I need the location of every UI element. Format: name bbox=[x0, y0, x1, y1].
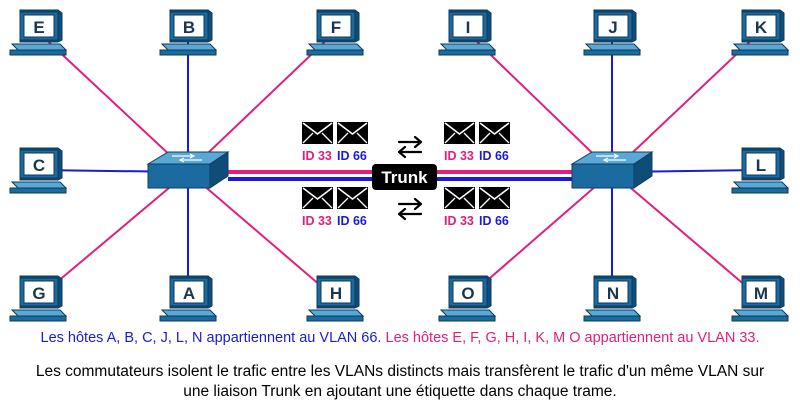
computer-icon-h: H bbox=[306, 275, 365, 322]
vlan33-tag: ID 33 bbox=[302, 214, 332, 228]
host-label: J bbox=[608, 18, 617, 37]
vlan33-tag: ID 33 bbox=[302, 149, 332, 163]
computer-icon-m: M bbox=[731, 275, 790, 322]
host-label: N bbox=[607, 284, 619, 303]
host-label: M bbox=[754, 284, 768, 303]
envelope-icon bbox=[337, 187, 368, 209]
vlan33-caption: Les hôtes E, F, G, H, I, K, M O appartie… bbox=[385, 330, 760, 346]
summary-caption: Les commutateurs isolent le trafic entre… bbox=[0, 362, 800, 402]
host-label: E bbox=[33, 18, 44, 37]
link-o bbox=[466, 171, 613, 299]
computer-icon-e: E bbox=[9, 9, 68, 56]
host-label: A bbox=[183, 284, 195, 303]
exchange-arrow-icon bbox=[397, 135, 423, 159]
link-m bbox=[611, 171, 761, 299]
vlan66-tag: ID 66 bbox=[479, 214, 509, 228]
computer-icon-g: G bbox=[9, 275, 68, 322]
summary-line-2: une liaison Trunk en ajoutant une étique… bbox=[183, 383, 617, 400]
envelope-icon bbox=[479, 122, 510, 144]
vlan33-tag: ID 33 bbox=[444, 149, 474, 163]
hosts: E B F C G A H I J K L O N M bbox=[9, 9, 790, 322]
computer-icon-f: F bbox=[306, 9, 365, 56]
exchange-arrow-icon bbox=[397, 197, 423, 221]
computer-icon-a: A bbox=[159, 275, 218, 322]
host-label: C bbox=[33, 156, 45, 175]
switch-icon bbox=[146, 151, 230, 189]
computer-icon-o: O bbox=[438, 275, 497, 322]
tagged-frames: ID 33 ID 66 ID 33 ID 66 ID 33 ID 66 ID 33 ID 66 bbox=[302, 122, 510, 228]
envelope-icon bbox=[444, 187, 475, 209]
host-label: K bbox=[755, 18, 768, 37]
host-label: I bbox=[466, 18, 471, 37]
tagged-frame: ID 33 ID 66 bbox=[302, 122, 368, 163]
host-label: B bbox=[183, 18, 195, 37]
computer-icon-b: B bbox=[159, 9, 218, 56]
computer-icon-n: N bbox=[583, 275, 642, 322]
vlan-membership-caption: Les hôtes A, B, C, J, L, N appartiennent… bbox=[0, 330, 800, 346]
computer-icon-j: J bbox=[583, 9, 642, 56]
host-label: H bbox=[330, 284, 342, 303]
computer-icon-l: L bbox=[731, 147, 790, 194]
host-label: G bbox=[32, 284, 45, 303]
host-label: O bbox=[461, 284, 474, 303]
computer-icon-c: C bbox=[9, 147, 68, 194]
link-g bbox=[37, 171, 189, 299]
vlan66-caption: Les hôtes A, B, C, J, L, N appartiennent… bbox=[40, 330, 382, 346]
host-label: L bbox=[756, 156, 766, 175]
tagged-frame: ID 33 ID 66 bbox=[444, 187, 510, 228]
summary-line-1: Les commutateurs isolent le trafic entre… bbox=[35, 363, 765, 380]
computer-icon-i: I bbox=[438, 9, 497, 56]
trunk-label-text: Trunk bbox=[381, 168, 428, 187]
vlan66-tag: ID 66 bbox=[479, 149, 509, 163]
vlan66-tag: ID 66 bbox=[337, 149, 367, 163]
switches bbox=[146, 151, 654, 189]
computer-icon-k: K bbox=[731, 9, 790, 56]
envelope-icon bbox=[479, 187, 510, 209]
envelope-icon bbox=[302, 187, 333, 209]
envelope-icon bbox=[302, 122, 333, 144]
link-h bbox=[187, 171, 336, 299]
trunk-label: Trunk bbox=[372, 164, 437, 190]
host-label: F bbox=[331, 18, 341, 37]
tagged-frame: ID 33 ID 66 bbox=[302, 187, 368, 228]
vlan66-tag: ID 66 bbox=[337, 214, 367, 228]
tagged-frame: ID 33 ID 66 bbox=[444, 122, 510, 163]
envelope-icon bbox=[337, 122, 368, 144]
switch-icon bbox=[570, 151, 654, 189]
envelope-icon bbox=[444, 122, 475, 144]
vlan33-tag: ID 33 bbox=[444, 214, 474, 228]
